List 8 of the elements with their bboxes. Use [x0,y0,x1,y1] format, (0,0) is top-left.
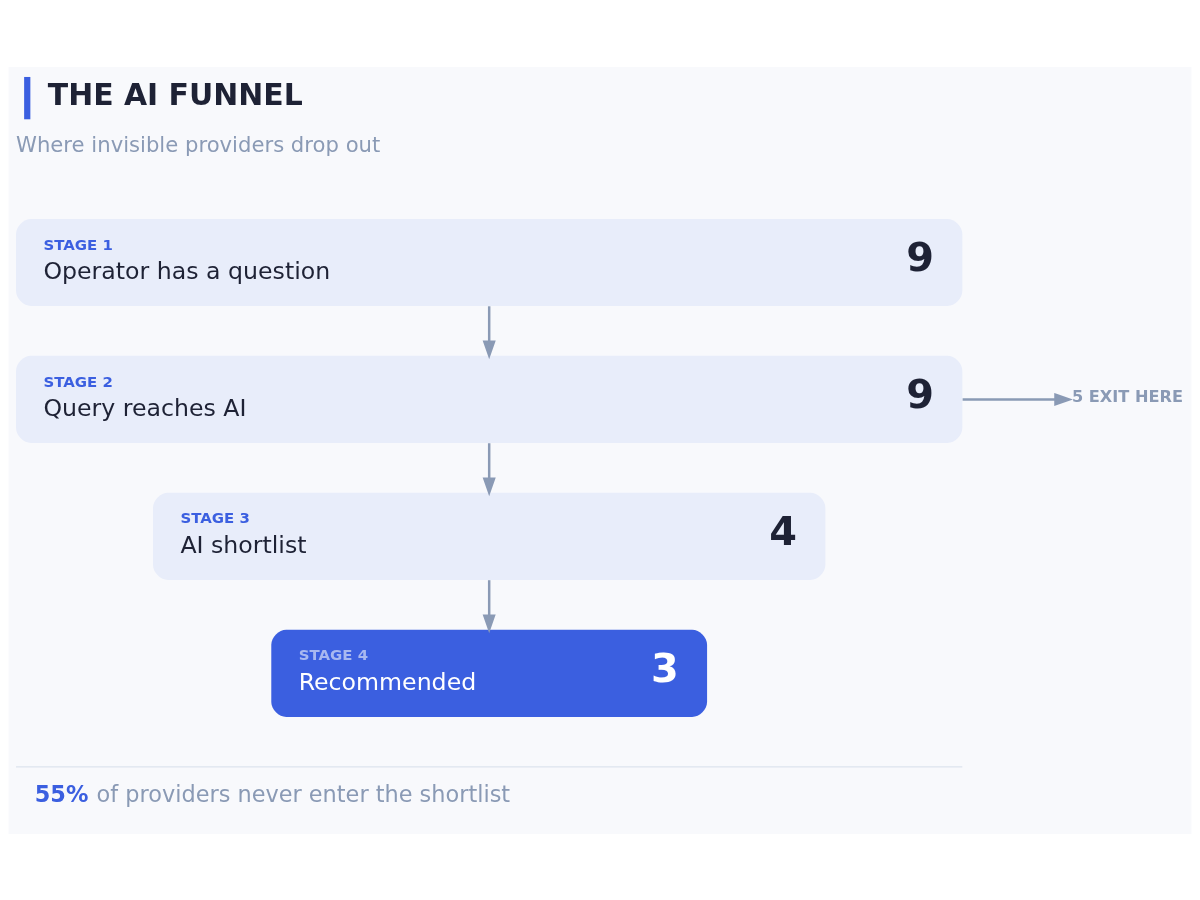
arrow [482,305,496,359]
caption: 55% of providers never enter the shortlist [34,780,511,807]
arrow [482,442,496,496]
arrow [482,579,496,633]
label: Where invisible providers drop out [16,131,381,157]
diagram-title: THE AI FUNNEL [47,76,303,112]
arrow [962,392,1073,406]
node-text: 5 EXIT HERE [1071,386,1184,406]
